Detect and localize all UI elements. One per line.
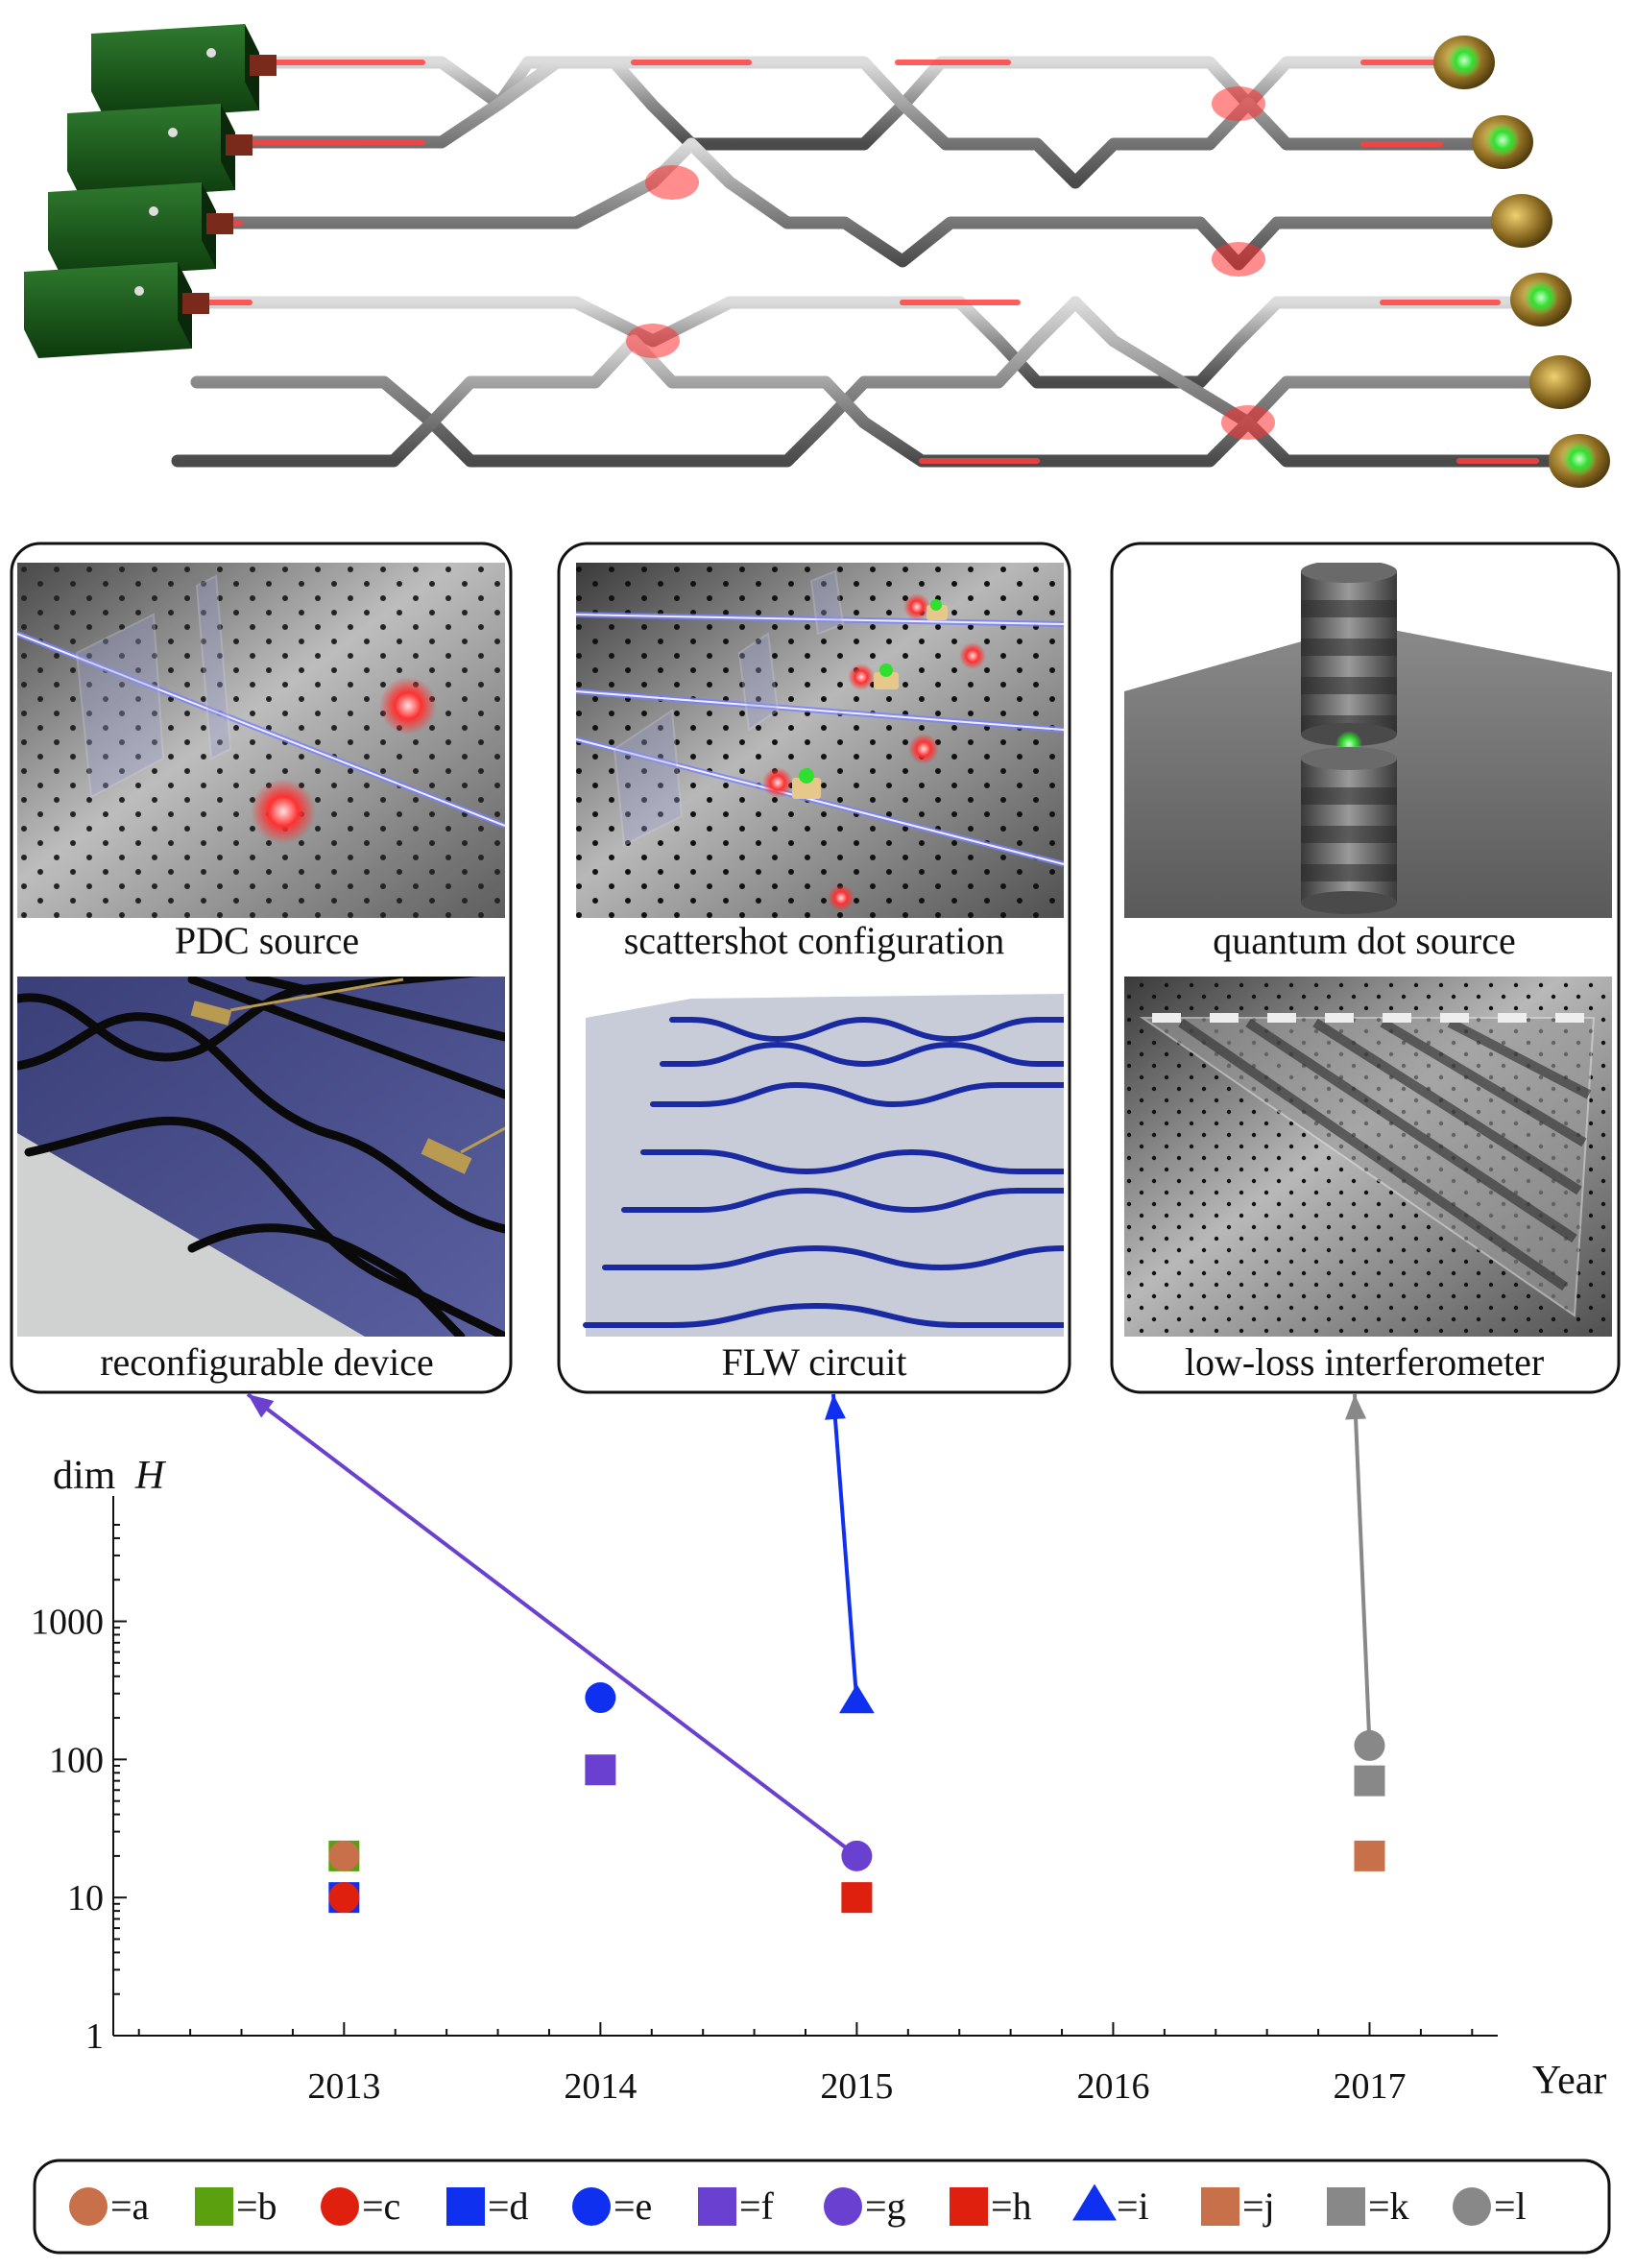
x-tick-label: 2013 xyxy=(307,2066,380,2107)
y-tick-label: 10 xyxy=(67,1878,104,1918)
caption-scattershot: scattershot configuration xyxy=(624,919,1005,962)
arrow-line-lowloss xyxy=(1353,1393,1372,1747)
data-point-g xyxy=(841,1840,873,1871)
legend-symbol-a xyxy=(69,2187,108,2226)
x-tick-label: 2017 xyxy=(1333,2066,1406,2107)
arrow-line-reconfig xyxy=(246,1392,858,1858)
y-tick-label: 100 xyxy=(49,1740,104,1780)
legend-frame xyxy=(33,2159,1611,2255)
data-point-f xyxy=(585,1754,616,1786)
x-tick-label: 2015 xyxy=(820,2066,893,2107)
legend-symbol-l xyxy=(1453,2187,1491,2226)
legend-label-c: =c xyxy=(362,2184,400,2228)
legend-label-a: =a xyxy=(110,2184,150,2228)
caption-pdc-source: PDC source xyxy=(175,919,359,962)
scattershot-image xyxy=(576,563,1064,918)
x-tick-label: 2014 xyxy=(564,2066,637,2107)
legend-symbol-j xyxy=(1201,2187,1239,2226)
legend-symbol-d xyxy=(446,2187,485,2226)
photon-sources xyxy=(24,24,277,358)
caption-flw-circuit: FLW circuit xyxy=(722,1340,907,1384)
data-point-h xyxy=(841,1882,873,1914)
legend-label-j: =j xyxy=(1242,2184,1275,2228)
y-axis-title-var: H xyxy=(134,1454,167,1498)
legend-symbol-f xyxy=(698,2187,736,2226)
x-tick-label: 2016 xyxy=(1076,2066,1149,2107)
pdc-source-image xyxy=(17,563,505,918)
panel-captions: PDC source scattershot configuration qua… xyxy=(100,919,1544,1384)
reconfigurable-image xyxy=(17,977,505,1337)
y-axis-title: dim H xyxy=(53,1454,167,1498)
quantum-dot-image xyxy=(1124,563,1612,918)
x-axis-title: Year xyxy=(1532,2059,1606,2103)
data-point-c xyxy=(328,1882,360,1914)
legend-symbol-k xyxy=(1327,2187,1365,2226)
data-point-i xyxy=(839,1683,875,1714)
legend-label-b: =b xyxy=(236,2184,277,2228)
detectors xyxy=(1433,36,1610,488)
chart-marks xyxy=(328,1682,1385,1914)
legend-label-k: =k xyxy=(1368,2184,1409,2228)
data-point-j xyxy=(1354,1840,1385,1871)
low-loss-interferometer-image xyxy=(1124,977,1612,1337)
panel-frames xyxy=(10,542,1621,1394)
legend-symbol-b xyxy=(195,2187,233,2226)
arrow-head-reconfig xyxy=(248,1394,275,1418)
y-tick-label: 1000 xyxy=(31,1603,104,1643)
arrow-head-lowloss xyxy=(1345,1394,1367,1420)
legend-items: =a =b =c =d =e =f =g =h =i =j =k =l xyxy=(69,2184,1527,2228)
legend: =a =b =c =d =e =f =g =h =i =j =k =l xyxy=(33,2159,1611,2255)
data-point-a xyxy=(328,1840,360,1871)
frame-right xyxy=(1110,542,1621,1394)
legend-symbol-h xyxy=(950,2187,988,2226)
legend-label-f: =f xyxy=(739,2184,775,2228)
legend-label-d: =d xyxy=(488,2184,529,2228)
frame-left xyxy=(10,542,513,1394)
legend-label-i: =i xyxy=(1117,2184,1149,2228)
interferometer-illustration xyxy=(24,24,1610,488)
legend-symbol-g xyxy=(824,2187,862,2226)
legend-symbol-c xyxy=(321,2187,359,2226)
legend-symbol-i xyxy=(1072,2184,1117,2221)
chart-arrows xyxy=(246,1392,1372,1858)
frame-middle xyxy=(557,542,1071,1394)
data-point-l xyxy=(1354,1729,1385,1761)
arrow-line-flw xyxy=(831,1393,859,1702)
legend-label-h: =h xyxy=(991,2184,1032,2228)
legend-symbol-e xyxy=(572,2187,611,2226)
legend-label-l: =l xyxy=(1494,2184,1527,2228)
y-tick-label: 1 xyxy=(85,2016,104,2057)
caption-low-loss: low-loss interferometer xyxy=(1185,1340,1544,1384)
data-point-e xyxy=(585,1682,616,1714)
caption-reconfigurable: reconfigurable device xyxy=(100,1340,434,1384)
legend-label-g: =g xyxy=(865,2184,906,2228)
y-axis-title-prefix: dim xyxy=(53,1454,116,1498)
chart-axes: 1 10 100 1000 2013 2014 2015 2016 2017 xyxy=(31,1496,1498,2107)
dimension-chart: dim H Year 1 10 100 1000 2013 2014 2015 2016 201… xyxy=(31,1392,1606,2107)
caption-quantum-dot: quantum dot source xyxy=(1213,919,1516,962)
data-point-k xyxy=(1354,1765,1385,1797)
arrow-head-flw xyxy=(825,1394,846,1420)
flw-circuit-image xyxy=(576,977,1064,1337)
legend-label-e: =e xyxy=(614,2184,652,2228)
